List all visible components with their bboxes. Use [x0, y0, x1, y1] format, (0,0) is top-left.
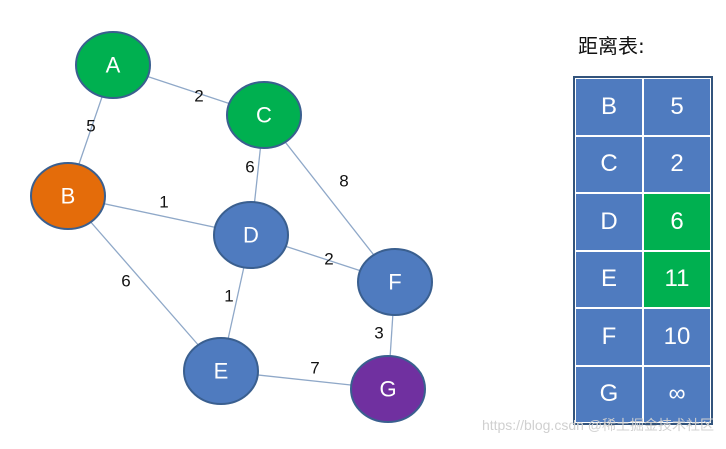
- table-node-cell: C: [575, 135, 643, 193]
- node-circle: [357, 248, 433, 316]
- table-node-cell: B: [575, 78, 643, 136]
- node-f: F: [357, 248, 433, 316]
- node-circle: [213, 201, 289, 269]
- node-circle: [75, 31, 151, 99]
- node-circle: [30, 162, 106, 230]
- node-label: C: [256, 103, 272, 128]
- table-distance-cell: 6: [643, 193, 711, 251]
- table-node-cell: E: [575, 250, 643, 308]
- distance-table-title: 距离表:: [578, 34, 645, 58]
- node-c: C: [226, 81, 302, 149]
- table-distance-cell: 5: [643, 78, 711, 136]
- edge-weight-label: 8: [339, 172, 348, 191]
- table-distance-cell: 10: [643, 308, 711, 366]
- edge-weight-label: 5: [86, 117, 95, 136]
- table-node-cell: F: [575, 308, 643, 366]
- edge-b-e: [67, 195, 222, 372]
- graph-diagram: 2 5 6 8 1 6 2 1 3 7 A B C D E F G: [30, 31, 433, 423]
- node-label: A: [106, 53, 121, 78]
- node-label: B: [61, 184, 76, 209]
- node-circle: [350, 355, 426, 423]
- table-node-cell: G: [575, 365, 643, 423]
- edge-weight-label: 3: [374, 324, 383, 343]
- node-circle: [183, 337, 259, 405]
- node-label: D: [243, 223, 259, 248]
- edge-weight-label: 2: [194, 87, 203, 106]
- node-circle: [226, 81, 302, 149]
- node-a: A: [75, 31, 151, 99]
- table-distance-cell: 2: [643, 135, 711, 193]
- table-row: B 5: [575, 78, 711, 136]
- edge-weight-label: 1: [159, 193, 168, 212]
- node-e: E: [183, 337, 259, 405]
- node-label: F: [388, 270, 401, 295]
- table-distance-cell: ∞: [643, 365, 711, 423]
- node-label: E: [214, 359, 229, 384]
- table-row: D 6: [575, 193, 711, 251]
- edge-weight-label: 2: [324, 250, 333, 269]
- table-row: E 11: [575, 250, 711, 308]
- table-row: C 2: [575, 135, 711, 193]
- node-b: B: [30, 162, 106, 230]
- watermark-text: https://blog.csdn @稀土掘金技术社区: [481, 417, 714, 433]
- table-row: F 10: [575, 308, 711, 366]
- edge-weight-label: 7: [310, 359, 319, 378]
- table-row: G ∞: [575, 365, 711, 423]
- table-distance-cell: 11: [643, 250, 711, 308]
- node-label: G: [379, 377, 396, 402]
- node-g: G: [350, 355, 426, 423]
- table-node-cell: D: [575, 193, 643, 251]
- node-d: D: [213, 201, 289, 269]
- edge-weight-label: 6: [245, 158, 254, 177]
- edge-weight-label: 6: [121, 272, 130, 291]
- distance-table: B 5 C 2 D 6 E 11 F 10 G ∞: [573, 76, 713, 425]
- edge-weight-label: 1: [224, 287, 233, 306]
